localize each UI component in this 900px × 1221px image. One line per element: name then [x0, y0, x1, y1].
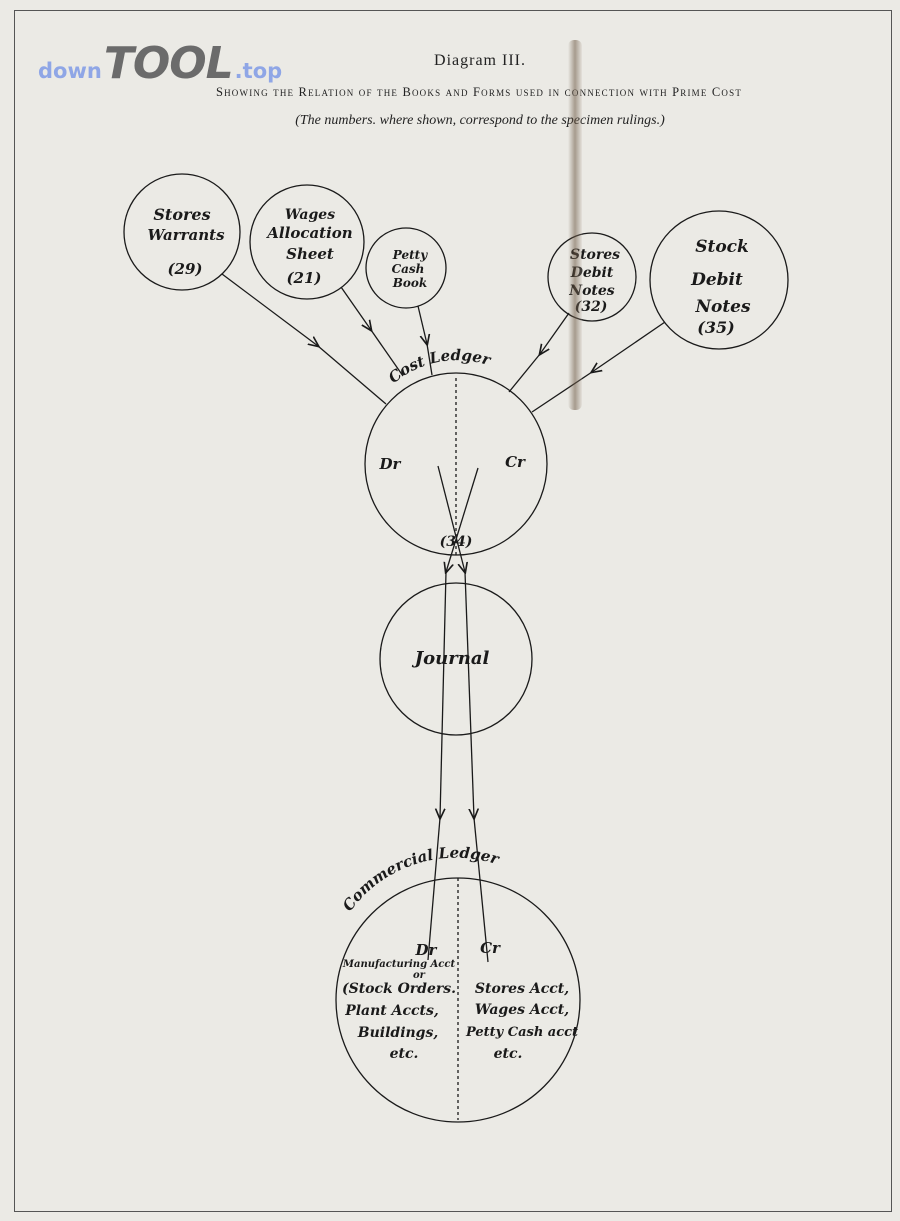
diagram-title: Diagram III.	[434, 52, 526, 69]
petty-cash-circle	[365, 227, 447, 309]
stock-debit-line2: Debit	[690, 270, 743, 290]
cost-ledger-label: Cost Ledger	[385, 346, 494, 387]
paper-crease	[568, 40, 582, 410]
arrow-wages-allocation	[340, 286, 371, 330]
journal-circle	[379, 582, 533, 736]
wages-allocation-circle	[249, 184, 365, 300]
arrow-petty-cash	[417, 305, 427, 344]
watermark-tool: TOOL	[103, 38, 234, 89]
commercial-dr-line1: Manufacturing Acct	[342, 959, 456, 970]
commercial-dr-line5: Buildings,	[357, 1025, 438, 1041]
wages-line3: Sheet	[286, 245, 334, 263]
commercial-cr-line3: Petty Cash acct	[465, 1025, 578, 1040]
stores-debit-circle	[547, 232, 637, 322]
commercial-cr-line4: etc.	[494, 1046, 523, 1062]
petty-cash-line3: Book	[392, 276, 427, 290]
petty-cash-line1: Petty	[392, 248, 428, 262]
arrow-cr-to-commercial-dr	[440, 571, 447, 818]
arrow-dr-to-commercial-cr	[464, 571, 474, 818]
page-border	[14, 10, 892, 1212]
stock-debit-circle	[649, 210, 789, 350]
stores-warrants-number: (29)	[167, 260, 202, 278]
arrow-stock-debit	[592, 321, 666, 372]
cost-ledger-cr: Cr	[505, 453, 526, 471]
petty-cash-line2: Cash	[392, 262, 425, 276]
commercial-dr-line2: or	[413, 970, 426, 981]
arrow-cr-to-journal	[446, 467, 479, 572]
stores-warrants-line2: Warrants	[147, 226, 225, 244]
commercial-dr-line3: (Stock Orders.	[342, 981, 456, 997]
arrow-stores-warrants	[221, 273, 318, 346]
commercial-ledger-dr: Dr	[415, 941, 438, 959]
commercial-ledger-cr: Cr	[480, 939, 501, 957]
wages-number: (21)	[286, 269, 321, 287]
arrow-dr-to-journal	[437, 465, 465, 572]
stores-warrants-circle	[123, 173, 241, 291]
watermark-down: down	[38, 59, 102, 83]
stock-debit-number: (35)	[697, 318, 734, 337]
stores-debit-line1: Stores	[570, 247, 620, 263]
commercial-dr-line4: Plant Accts,	[344, 1003, 439, 1019]
watermark-logo: down TOOL .top	[38, 38, 282, 89]
commercial-cr-line1: Stores Acct,	[475, 981, 569, 997]
arrow-stores-debit	[540, 312, 570, 354]
stock-debit-line3: Notes	[694, 297, 751, 317]
watermark-top: .top	[234, 59, 283, 83]
cost-ledger-number: (34)	[440, 534, 473, 550]
journal-label: Journal	[412, 648, 490, 669]
cost-ledger-dr: Dr	[379, 455, 402, 473]
stores-debit-number: (32)	[575, 299, 608, 315]
stock-debit-line1: Stock	[695, 237, 749, 257]
diagram-subtitle: Showing the Relation of the Books and Fo…	[215, 85, 743, 99]
stores-warrants-line1: Stores	[153, 205, 210, 224]
commercial-dr-line6: etc.	[390, 1046, 419, 1062]
commercial-cr-line2: Wages Acct,	[475, 1002, 569, 1018]
wages-line1: Wages	[285, 207, 335, 223]
wages-line2: Allocation	[265, 224, 352, 242]
